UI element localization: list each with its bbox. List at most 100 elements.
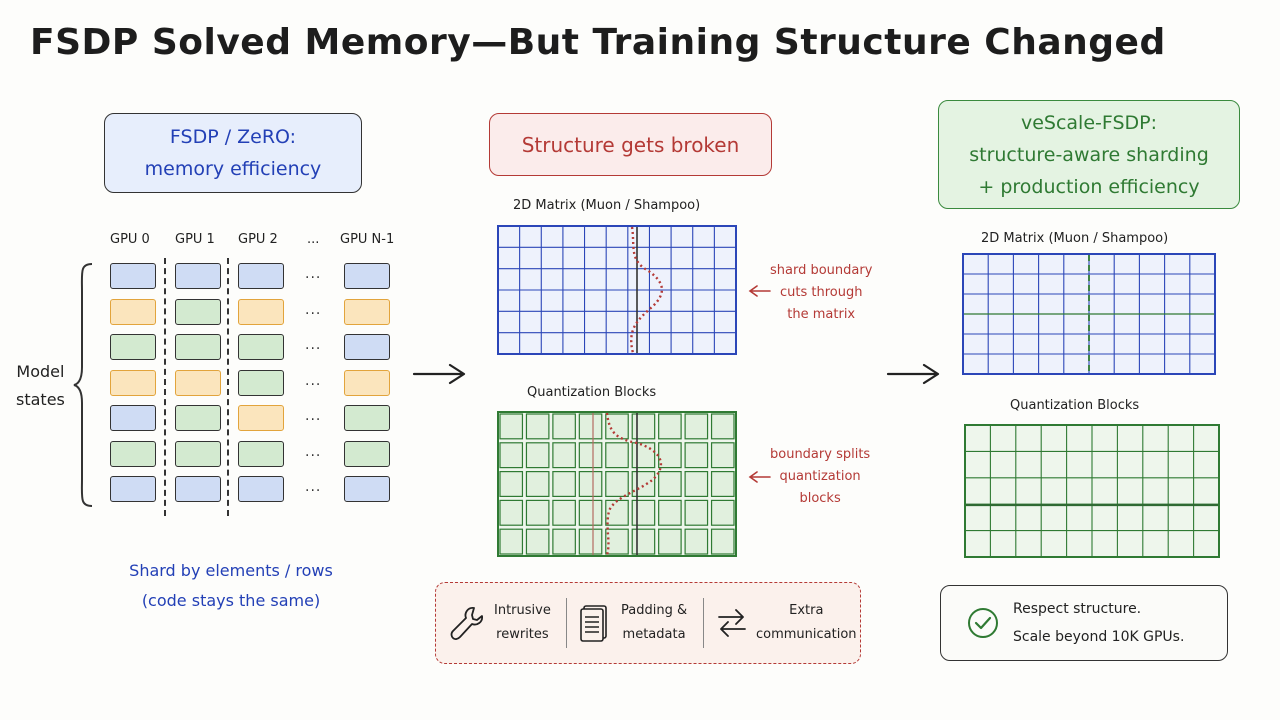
shard-cell — [175, 476, 221, 502]
issue-intrusive-rewrites: Intrusive rewrites — [448, 593, 566, 653]
grid-block — [710, 528, 735, 555]
shard-cell — [175, 263, 221, 289]
grid-block — [578, 470, 603, 497]
check-circle-icon — [968, 608, 998, 638]
shard-cell — [238, 405, 284, 431]
broken-quantization-grid — [497, 411, 737, 557]
grid-block — [631, 442, 656, 469]
row-ellipsis: ... — [305, 479, 322, 495]
shard-cell — [344, 476, 390, 502]
vescale-fsdp-label: veScale-FSDP: — [1020, 111, 1158, 134]
row-ellipsis: ... — [305, 337, 322, 353]
broken-matrix-grid — [497, 225, 737, 355]
right-arrow-icon — [886, 363, 940, 385]
grid-block — [552, 470, 576, 497]
blocks-title: Quantization Blocks — [1010, 398, 1140, 413]
issue-line1: Intrusive — [494, 603, 551, 618]
shard-cell — [110, 476, 156, 502]
shard-caption-line2: (code stays the same) — [141, 591, 321, 610]
production-efficiency-label: + production efficiency — [978, 175, 1200, 198]
shard-cell — [110, 298, 156, 325]
wrench-icon — [450, 607, 483, 640]
shard-cell — [110, 369, 156, 396]
model-states-line2: states — [16, 390, 65, 409]
shard-cell — [344, 334, 390, 360]
result-line1: Respect structure. — [1013, 601, 1142, 617]
issue-text: Extra communication — [756, 599, 857, 647]
structure-aware-label: structure-aware sharding — [969, 143, 1209, 166]
shard-cell — [110, 263, 156, 289]
result-line2: Scale beyond 10K GPUs. — [1013, 629, 1185, 645]
shard-cell — [238, 476, 284, 502]
grid-block — [658, 528, 682, 555]
grid-block — [684, 499, 709, 526]
broken-boundary-curve — [605, 412, 663, 556]
grid-block — [684, 413, 709, 440]
broken-boundary-curve — [630, 226, 664, 354]
page-title: FSDP Solved Memory—But Training Structur… — [30, 22, 1166, 63]
grid-block — [552, 499, 576, 526]
shard-caption: Shard by elements / rows (code stays the… — [100, 556, 362, 616]
annotation-line: the matrix — [787, 307, 856, 322]
structure-broken-box: Structure gets broken — [489, 113, 772, 176]
gpu-divider — [164, 258, 166, 516]
issue-text: Padding & metadata — [621, 599, 687, 647]
gpu-ellipsis-header: ... — [307, 232, 320, 247]
shard-cell — [238, 298, 284, 325]
shard-cell — [344, 440, 390, 467]
grid-block — [631, 470, 656, 497]
shard-cell — [238, 263, 284, 289]
annotation-line: shard boundary — [770, 263, 873, 278]
shard-cell — [110, 440, 156, 467]
grid-block — [578, 442, 603, 469]
grid-block — [684, 470, 709, 497]
issue-extra-communication: Extra communication — [716, 593, 857, 653]
issue-line2: metadata — [622, 627, 686, 642]
annotation-line: boundary splits — [770, 447, 871, 462]
memory-efficiency-label: memory efficiency — [144, 158, 322, 180]
row-ellipsis: ... — [305, 266, 322, 282]
grid-block — [710, 442, 735, 469]
annotation-arrow-icon — [748, 285, 771, 297]
grid-block — [525, 499, 550, 526]
issue-line2: rewrites — [496, 627, 549, 642]
grid-block — [631, 413, 656, 440]
model-states-line1: Model — [16, 362, 65, 381]
matrix-title: 2D Matrix (Muon / Shampoo) — [513, 198, 701, 213]
structure-broken-label: Structure gets broken — [521, 132, 740, 157]
grid-block — [631, 528, 656, 555]
issues-panel: Intrusive rewrites Padding & metadata Ex… — [435, 582, 861, 664]
issue-line1: Extra — [789, 603, 824, 618]
shard-cell — [238, 334, 284, 360]
issue-line1: Padding & — [621, 603, 688, 618]
grid-block — [499, 499, 524, 526]
grid-block — [525, 442, 550, 469]
gpu-0-header: GPU 0 — [110, 232, 150, 247]
gpu-divider — [227, 258, 229, 516]
grid-block — [499, 528, 524, 555]
matrix-title: 2D Matrix (Muon / Shampoo) — [981, 231, 1169, 246]
row-ellipsis: ... — [305, 443, 322, 460]
shard-cell — [344, 263, 390, 289]
shard-caption-line1: Shard by elements / rows — [129, 561, 333, 580]
shard-cell — [238, 440, 284, 467]
grid-block — [578, 528, 603, 555]
shard-boundary-annotation: shard boundary cuts through the matrix — [770, 260, 872, 326]
shard-cell — [344, 405, 390, 431]
result-box: Respect structure. Scale beyond 10K GPUs… — [940, 585, 1228, 661]
issue-separator — [703, 598, 704, 648]
issue-text: Intrusive rewrites — [494, 599, 551, 647]
row-ellipsis: ... — [305, 372, 322, 389]
grid-block — [710, 499, 735, 526]
grid-block — [684, 528, 709, 555]
gpu-n-1-header: GPU N-1 — [340, 232, 395, 247]
annotation-line: blocks — [799, 491, 841, 506]
grid-block — [605, 528, 629, 555]
grid-block — [605, 413, 629, 440]
swap-arrows-icon — [718, 609, 746, 637]
vescale-fsdp-box: veScale-FSDP: structure-aware sharding +… — [938, 100, 1240, 209]
shard-cell — [344, 369, 390, 396]
blocks-title: Quantization Blocks — [527, 385, 657, 400]
fsdp-zero-box: FSDP / ZeRO: memory efficiency — [104, 113, 362, 193]
model-states-label: Model states — [16, 358, 65, 414]
